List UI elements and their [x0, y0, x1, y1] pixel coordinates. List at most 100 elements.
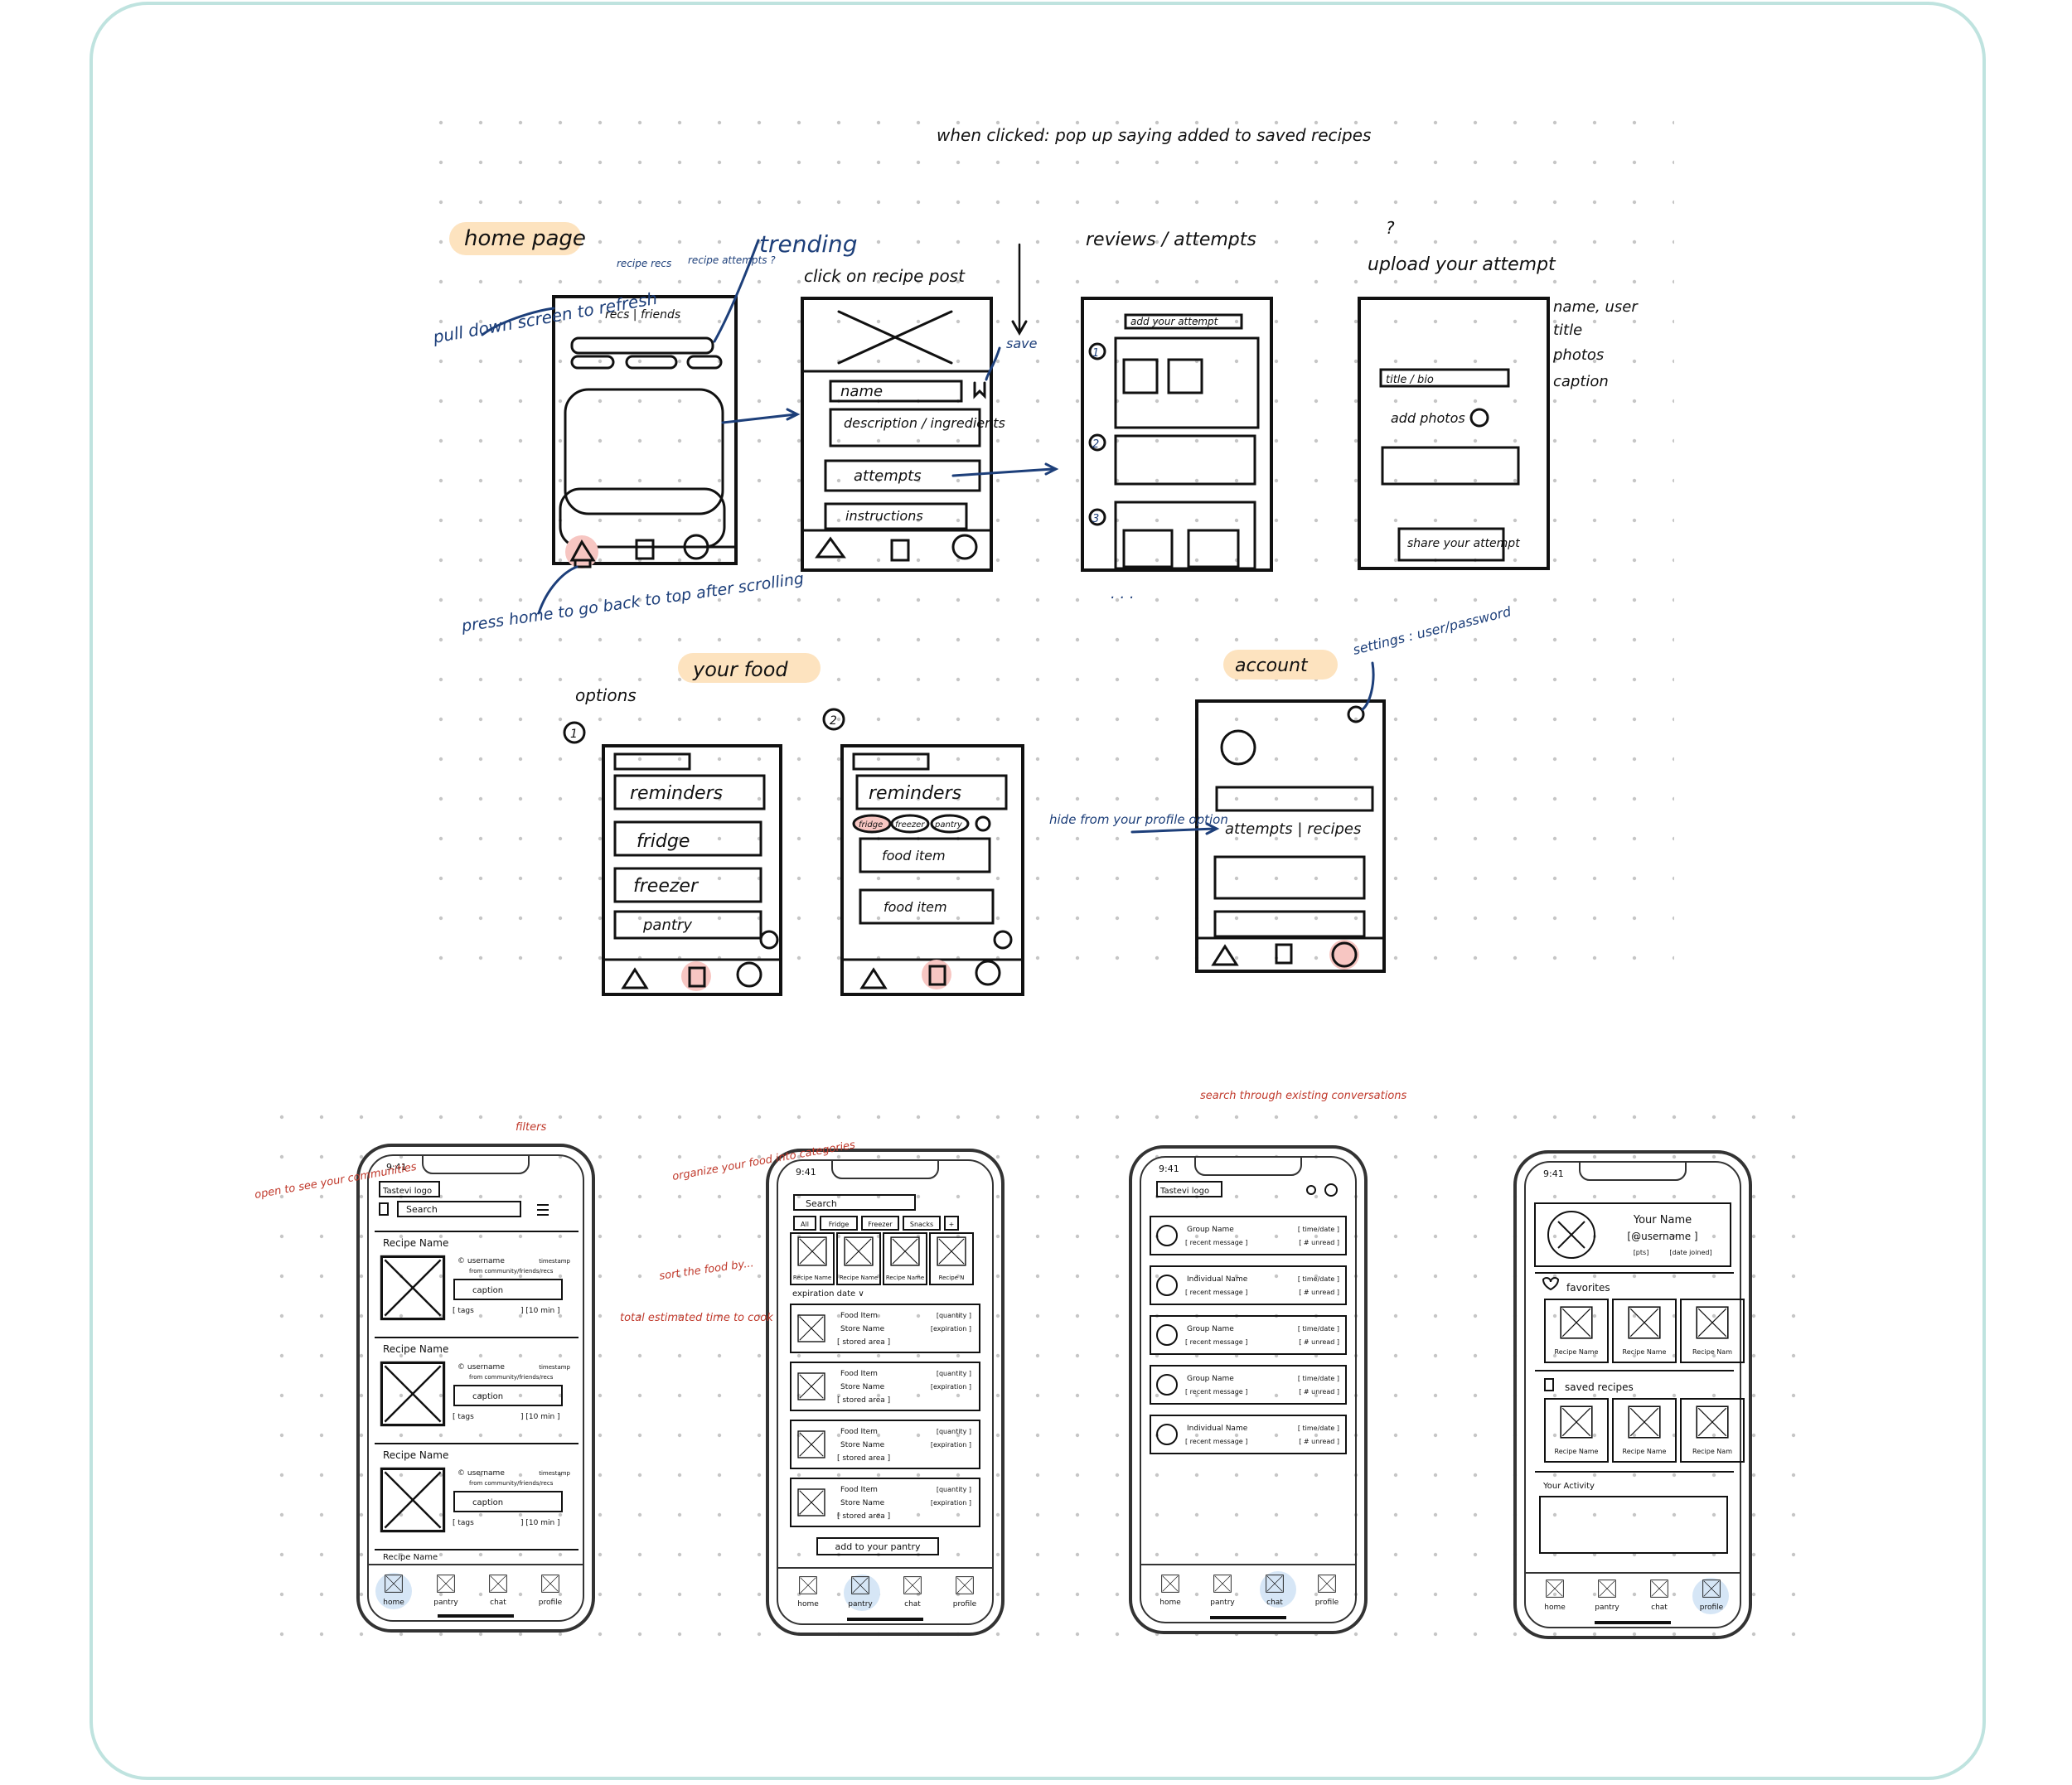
pantry-recipe-card[interactable]: [883, 1232, 927, 1285]
account-label: account: [1235, 655, 1309, 676]
home-post-caption: caption: [472, 1286, 503, 1295]
food-opt2-item-2: food item: [884, 899, 947, 915]
pantry-add-label: add to your pantry: [835, 1541, 921, 1552]
food-opt2-chip-freezer[interactable]: freezer: [895, 820, 925, 830]
recipe-item-instructions: instructions: [845, 508, 923, 524]
pantry-nav-home[interactable]: home: [797, 1600, 819, 1608]
home-logo-box: [379, 1181, 440, 1197]
pantry-search-input[interactable]: [793, 1194, 916, 1211]
pantry-filter-add[interactable]: [944, 1216, 959, 1231]
profile-saved-card[interactable]: [1680, 1398, 1745, 1463]
phone-home: [356, 1144, 595, 1633]
profile-favorite-card[interactable]: [1680, 1299, 1745, 1363]
profile-favorite-name: Recipe Nam: [1692, 1348, 1732, 1356]
pantry-food-area: [ stored area ]: [837, 1338, 890, 1347]
profile-pts: [pts]: [1634, 1249, 1649, 1256]
home-post-time: ] [10 min ]: [520, 1307, 560, 1315]
status-time-home: 9:41: [386, 1162, 407, 1173]
profile-name: Your Name: [1633, 1214, 1692, 1226]
profile-saved-name: Recipe Nam: [1692, 1448, 1732, 1455]
chat-conversation-message: [ recent message ]: [1185, 1388, 1247, 1396]
home-nav-chat[interactable]: chat: [490, 1599, 506, 1607]
pantry-sort-dropdown[interactable]: expiration date ∨: [792, 1289, 864, 1299]
profile-saved-name: Recipe Name: [1555, 1448, 1599, 1455]
chat-nav-home[interactable]: home: [1159, 1599, 1181, 1607]
pantry-filter-freezer[interactable]: [861, 1216, 899, 1231]
pantry-filter-label: Snacks: [910, 1221, 933, 1228]
profile-nav-profile[interactable]: profile: [1700, 1604, 1724, 1612]
profile-favorite-name: Recipe Name: [1555, 1348, 1599, 1356]
chat-nav-chat[interactable]: chat: [1266, 1599, 1283, 1607]
home-post-title[interactable]: Recipe Name: [383, 1449, 448, 1461]
pantry-food-item[interactable]: [790, 1478, 980, 1527]
home-search-input[interactable]: [397, 1201, 521, 1217]
profile-nav-pantry[interactable]: pantry: [1595, 1604, 1619, 1612]
pantry-filter-snacks[interactable]: [903, 1216, 941, 1231]
reviews-more: . . .: [1111, 585, 1135, 602]
pantry-food-item[interactable]: [790, 1362, 980, 1411]
profile-avatar-x2: [1557, 1221, 1585, 1249]
pantry-add-button[interactable]: [816, 1537, 939, 1555]
chat-conversation-item[interactable]: [1150, 1365, 1347, 1405]
pantry-recipe-name: Recipe Name: [886, 1275, 924, 1281]
upload-add-photos[interactable]: add photos: [1391, 410, 1465, 426]
home-nav-pantry[interactable]: pantry: [433, 1599, 458, 1607]
profile-favorite-card[interactable]: [1544, 1299, 1609, 1363]
pantry-search-text: Search: [806, 1198, 837, 1209]
home-post-title-partial: Recipe Name: [383, 1553, 438, 1562]
pantry-filter-fridge[interactable]: [820, 1216, 858, 1231]
food-opt2-chip-fridge[interactable]: fridge: [859, 820, 883, 830]
pantry-recipe-card[interactable]: [836, 1232, 881, 1285]
pantry-food-store: Store Name: [840, 1499, 885, 1507]
chat-nav-pantry[interactable]: pantry: [1210, 1599, 1235, 1607]
home-post-caption: caption: [472, 1498, 503, 1507]
chat-conversation-item[interactable]: [1150, 1265, 1347, 1305]
profile-saved-card[interactable]: [1544, 1398, 1609, 1463]
pantry-filter-label: +: [949, 1221, 955, 1228]
chat-search-icon[interactable]: [1306, 1185, 1316, 1195]
pantry-food-area: [ stored area ]: [837, 1512, 890, 1521]
home-post-title[interactable]: Recipe Name: [383, 1343, 448, 1355]
chat-conversation-message: [ recent message ]: [1185, 1239, 1247, 1246]
pantry-food-name: Food Item: [840, 1428, 878, 1436]
upload-share-button[interactable]: share your attempt: [1407, 537, 1520, 550]
home-nav-home[interactable]: home: [383, 1599, 404, 1607]
pantry-recipe-card[interactable]: [790, 1232, 835, 1285]
home-post-title[interactable]: Recipe Name: [383, 1237, 448, 1249]
pantry-recipe-card[interactable]: [929, 1232, 974, 1285]
home-nav-profile[interactable]: profile: [539, 1599, 563, 1607]
pantry-nav-profile[interactable]: profile: [953, 1600, 977, 1608]
chat-avatar: [1156, 1374, 1178, 1396]
chat-conversation-item[interactable]: [1150, 1315, 1347, 1355]
upload-sketch: [1358, 297, 1550, 570]
profile-saved-name: Recipe Name: [1623, 1448, 1667, 1455]
pantry-food-name: Food Item: [840, 1486, 878, 1494]
recipe-item-name: name: [840, 383, 883, 400]
home-icon: [569, 539, 596, 568]
profile-nav-chat[interactable]: chat: [1651, 1604, 1668, 1612]
reviews-add-button[interactable]: add your attempt: [1130, 316, 1219, 327]
pantry-filter-label: All: [801, 1221, 809, 1228]
profile-nav-home[interactable]: home: [1544, 1604, 1566, 1612]
favorites-heart-icon: [1542, 1277, 1560, 1291]
dot-grid-top: [431, 116, 1674, 986]
pantry-food-item[interactable]: [790, 1420, 980, 1469]
your-food-highlight: [678, 653, 821, 683]
profile-saved-card[interactable]: [1612, 1398, 1677, 1463]
home-communities-icon[interactable]: [379, 1202, 389, 1216]
profile-favorite-card[interactable]: [1612, 1299, 1677, 1363]
chat-conversation-item[interactable]: [1150, 1415, 1347, 1454]
pantry-nav-chat[interactable]: chat: [904, 1600, 921, 1608]
food-opt2-chip-pantry[interactable]: pantry: [934, 820, 963, 830]
food-opt1-fridge: fridge: [637, 831, 690, 852]
pantry-food-item[interactable]: [790, 1304, 980, 1353]
food-hide-note: hide from your profile option: [1049, 812, 1228, 827]
chat-nav-profile[interactable]: profile: [1315, 1599, 1339, 1607]
pantry-nav-pantry[interactable]: pantry: [848, 1600, 873, 1608]
home-post-tags: [ tags: [453, 1307, 474, 1315]
home-post-caption-box: [453, 1385, 563, 1406]
recipe-item-description: description / ingredients: [844, 415, 1005, 431]
pantry-filter-all[interactable]: [793, 1216, 816, 1231]
chat-new-icon[interactable]: [1324, 1183, 1338, 1197]
chat-conversation-item[interactable]: [1150, 1216, 1347, 1255]
